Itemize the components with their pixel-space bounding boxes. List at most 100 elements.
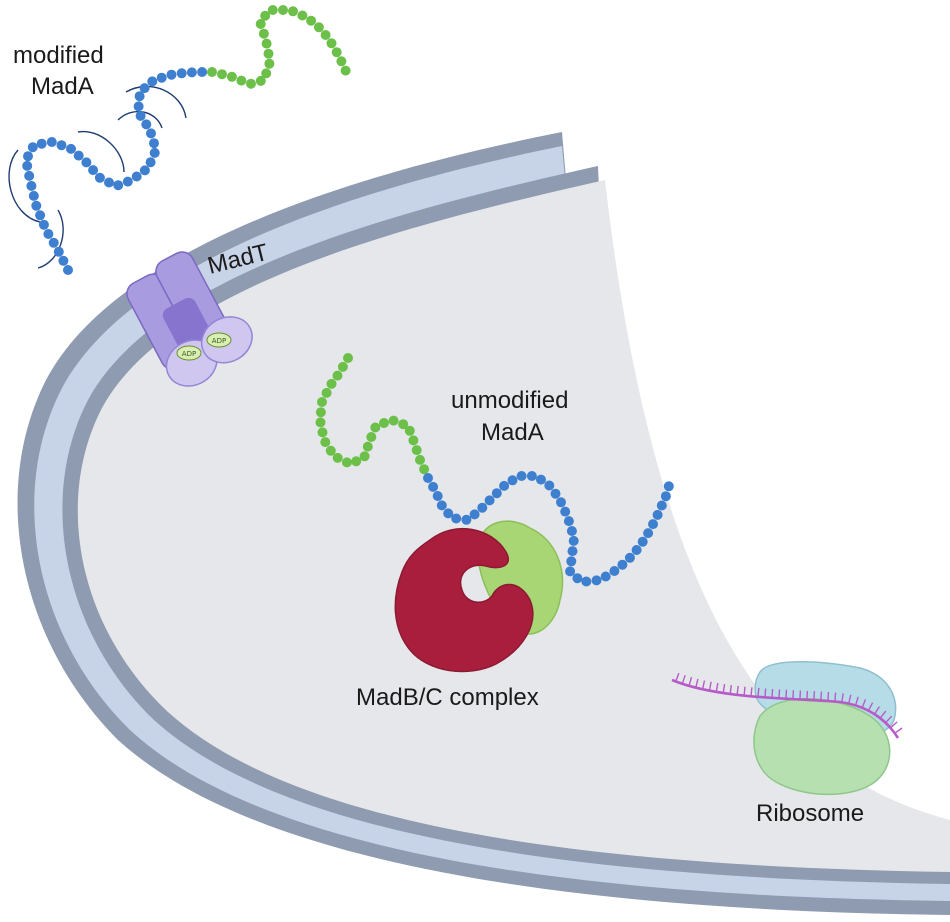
amino-acid-bead: [149, 147, 160, 158]
amino-acid-bead: [306, 15, 317, 26]
amino-acid-bead: [341, 457, 352, 468]
amino-acid-bead: [477, 502, 488, 513]
amino-acid-bead: [404, 425, 415, 436]
amino-acid-bead: [139, 165, 150, 176]
amino-acid-bead: [94, 172, 105, 183]
mrna-base-tick: [873, 706, 880, 715]
amino-acid-bead: [258, 28, 269, 39]
amino-acid-bead: [343, 353, 353, 363]
amino-acid-bead: [332, 452, 343, 463]
mrna-base-tick: [715, 682, 719, 693]
amino-acid-bead: [428, 481, 439, 492]
amino-acid-bead: [43, 229, 54, 239]
amino-acid-bead: [609, 566, 620, 576]
amino-acid-bead: [491, 488, 502, 499]
amino-acid-bead: [26, 180, 37, 191]
amino-acid-bead: [556, 497, 566, 508]
amino-acid-bead: [617, 559, 628, 570]
amino-acid-bead: [260, 10, 271, 21]
amino-acid-bead: [46, 137, 57, 147]
amino-acid-bead: [321, 387, 332, 398]
mrna-base-tick: [736, 685, 739, 695]
adp-label: ADP: [182, 350, 196, 358]
amino-acid-bead: [149, 138, 159, 149]
amino-acid-bead: [104, 177, 114, 188]
amino-acid-bead: [166, 69, 177, 80]
amino-acid-bead: [24, 170, 35, 181]
amino-acid-bead: [297, 10, 308, 21]
mrna-base-tick: [701, 680, 706, 690]
mrna-base-tick: [841, 693, 844, 703]
amino-acid-bead: [135, 110, 146, 121]
adp-label: ADP: [212, 337, 226, 345]
madbc-complex-label: MadB/C complex: [356, 684, 539, 711]
amino-acid-bead: [236, 75, 247, 86]
amino-acid-bead: [246, 78, 256, 89]
amino-acid-bead: [436, 500, 447, 511]
amino-acid-bead: [139, 83, 150, 94]
amino-acid-bead: [255, 75, 266, 86]
amino-acid-bead: [325, 445, 336, 456]
amino-acid-bead: [516, 471, 527, 481]
amino-acid-bead: [637, 536, 648, 547]
amino-acid-bead: [313, 22, 324, 33]
amino-acid-bead: [141, 119, 152, 130]
amino-acid-bead: [591, 575, 602, 586]
amino-acid-bead: [261, 38, 272, 49]
mrna-base-tick: [894, 727, 903, 734]
amino-acid-bead: [568, 535, 579, 546]
amino-acid-bead: [63, 265, 73, 275]
mrna-base-tick: [813, 691, 816, 701]
amino-acid-bead: [38, 219, 49, 230]
madb-subunit: [394, 527, 534, 673]
amino-acid-bead: [451, 513, 462, 524]
mrna-base-tick: [750, 687, 753, 697]
mrna-base-tick: [771, 688, 774, 698]
amino-acid-bead: [317, 397, 327, 407]
amino-acid-bead: [31, 200, 42, 211]
amino-acid-bead: [326, 378, 337, 389]
amino-acid-bead: [351, 456, 362, 467]
amino-acid-bead: [550, 488, 561, 499]
amino-acid-bead: [81, 157, 92, 168]
mrna-base-tick: [861, 699, 867, 709]
modified-peptide-chain-icon: [8, 5, 351, 275]
amino-acid-bead: [267, 5, 278, 15]
cell: [17, 132, 950, 915]
amino-acid-bead: [656, 500, 667, 511]
amino-acid-bead: [388, 415, 399, 426]
amino-acid-bead: [207, 67, 217, 77]
mrna-base-tick: [688, 677, 693, 687]
modified-mada-label: modified: [13, 42, 104, 69]
mrna-base-tick: [854, 696, 859, 706]
amino-acid-bead: [408, 435, 419, 446]
amino-acid-bead: [156, 72, 167, 83]
amino-acid-bead: [379, 418, 389, 428]
amino-acid-bead: [58, 255, 69, 266]
ribosome-label: Ribosome: [756, 800, 864, 827]
amino-acid-bead: [560, 506, 571, 517]
amino-acid-bead: [73, 150, 84, 161]
mrna-base-tick: [806, 690, 809, 700]
amino-acid-bead: [499, 480, 510, 491]
amino-acid-bead: [469, 509, 480, 520]
mrna-base-tick: [827, 691, 830, 702]
amino-acid-bead: [631, 545, 642, 555]
mrna-base-tick: [764, 688, 767, 698]
amino-acid-bead: [624, 552, 635, 563]
amino-acid-bead: [415, 454, 425, 465]
amino-acid-bead: [113, 180, 124, 191]
amino-acid-bead: [572, 573, 583, 584]
amino-acid-bead: [315, 407, 326, 418]
amino-acid-bead: [536, 474, 546, 485]
unmodified-mada-label: unmodified: [451, 387, 568, 414]
mrna-base-tick: [743, 686, 746, 696]
amino-acid-bead: [336, 56, 347, 67]
amino-acid-bead: [255, 19, 266, 29]
amino-acid-bead: [443, 508, 454, 519]
amino-acid-bead: [263, 48, 274, 59]
amino-acid-bead: [366, 432, 377, 442]
enzyme-complex-icon: [394, 520, 564, 673]
mrna-base-tick: [848, 694, 852, 704]
amino-acid-bead: [28, 190, 39, 201]
